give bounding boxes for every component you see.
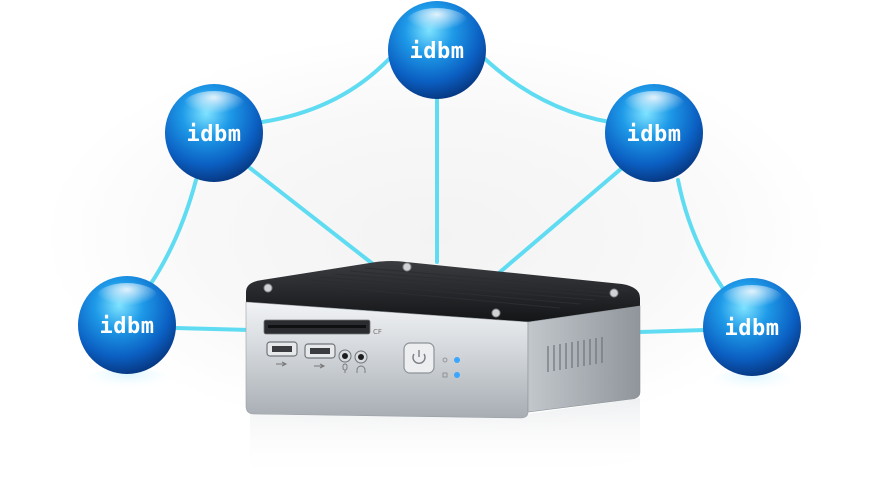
link-topleft-top <box>260 56 392 124</box>
node-label: idbm <box>725 316 780 341</box>
node-label: idbm <box>627 122 682 147</box>
link-topright-device <box>498 166 624 274</box>
network-links <box>148 56 726 334</box>
headphone-icon <box>356 365 366 373</box>
device-reflection <box>250 398 640 480</box>
screw <box>491 308 501 318</box>
node-right: idbm <box>703 278 801 376</box>
mic-jack <box>338 349 352 363</box>
link-left-device <box>174 326 252 332</box>
power-button <box>403 342 435 374</box>
usb-port-2 <box>304 343 336 359</box>
disk-led <box>454 372 460 378</box>
lightbulb-icon <box>442 357 448 363</box>
node-label: idbm <box>410 39 465 64</box>
side-vents <box>547 337 603 372</box>
node-top-left: idbm <box>165 84 263 182</box>
disk-icon <box>442 372 448 378</box>
power-led <box>454 357 460 363</box>
cf-slot-label: CF <box>373 328 382 336</box>
usb-icon <box>314 363 326 369</box>
node-reflections <box>84 368 796 398</box>
usb-icon <box>276 361 288 367</box>
mini-pc-device: CF <box>245 261 641 419</box>
node-top: idbm <box>388 1 486 99</box>
node-top-right: idbm <box>605 84 703 182</box>
link-topright-right <box>676 178 726 292</box>
node-left: idbm <box>78 276 176 374</box>
headphone-jack <box>354 350 368 364</box>
power-icon <box>412 350 426 364</box>
screw <box>263 283 273 293</box>
heatsink-fins <box>299 267 629 309</box>
screw <box>609 288 619 298</box>
link-right-device <box>638 328 707 334</box>
front-panel <box>245 301 529 419</box>
link-topleft-left <box>148 178 198 287</box>
microphone-icon <box>342 363 348 373</box>
link-topleft-device <box>248 166 380 270</box>
screw <box>402 262 412 272</box>
usb-port-1 <box>266 341 298 357</box>
link-top-topright <box>482 56 612 124</box>
node-label: idbm <box>187 122 242 147</box>
status-leds <box>442 357 460 378</box>
node-label: idbm <box>100 314 155 339</box>
